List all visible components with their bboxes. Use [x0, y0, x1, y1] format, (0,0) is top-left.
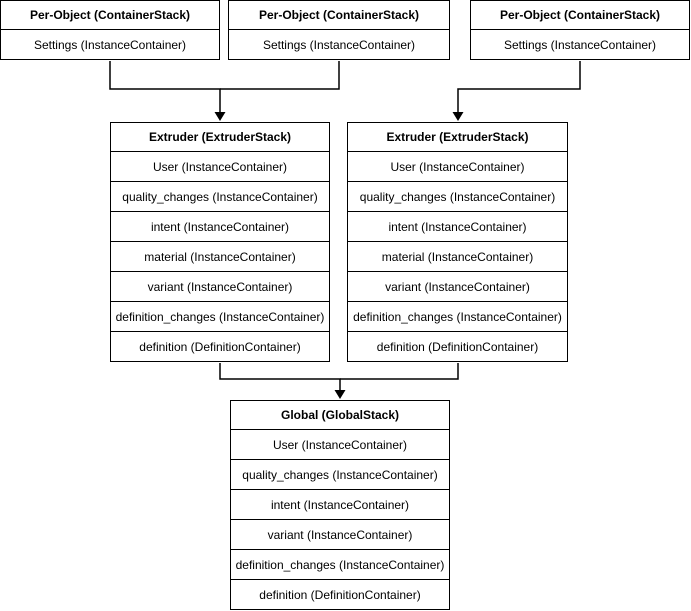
- global-stack-row-user: User (InstanceContainer): [231, 429, 449, 459]
- per-object-stack-2: Per-Object (ContainerStack) Settings (In…: [228, 0, 450, 60]
- extruder-stack-1: Extruder (ExtruderStack) User (InstanceC…: [110, 122, 330, 362]
- extruder-stack-2-row-definition: definition (DefinitionContainer): [348, 331, 567, 361]
- per-object-stack-3: Per-Object (ContainerStack) Settings (In…: [470, 0, 690, 60]
- extruder-stack-1-row-material: material (InstanceContainer): [111, 241, 329, 271]
- extruder-stack-1-row-definition: definition (DefinitionContainer): [111, 331, 329, 361]
- edge-per-object-2-to-extruder-1: [220, 61, 340, 90]
- arrowhead-extruder-2: [452, 112, 464, 121]
- extruder-stack-2-row-definition-changes: definition_changes (InstanceContainer): [348, 301, 567, 331]
- extruder-stack-2-row-variant: variant (InstanceContainer): [348, 271, 567, 301]
- edge-per-object-1-to-extruder-1: [109, 61, 221, 113]
- extruder-stack-1-row-variant: variant (InstanceContainer): [111, 271, 329, 301]
- arrowhead-global: [334, 390, 346, 399]
- per-object-stack-1-row-settings: Settings (InstanceContainer): [1, 29, 219, 59]
- global-stack-row-definition: definition (DefinitionContainer): [231, 579, 449, 609]
- edge-per-object-3-to-extruder-2: [457, 61, 581, 113]
- extruder-stack-2-row-material: material (InstanceContainer): [348, 241, 567, 271]
- extruder-stack-2-row-user: User (InstanceContainer): [348, 151, 567, 181]
- per-object-stack-1: Per-Object (ContainerStack) Settings (In…: [0, 0, 220, 60]
- arrowhead-extruder-1: [214, 112, 226, 121]
- global-stack: Global (GlobalStack) User (InstanceConta…: [230, 400, 450, 610]
- global-stack-row-variant: variant (InstanceContainer): [231, 519, 449, 549]
- per-object-stack-3-row-settings: Settings (InstanceContainer): [471, 29, 689, 59]
- global-stack-title: Global (GlobalStack): [280, 408, 400, 422]
- extruder-stack-1-row-quality-changes: quality_changes (InstanceContainer): [111, 181, 329, 211]
- extruder-stack-1-row-definition-changes: definition_changes (InstanceContainer): [111, 301, 329, 331]
- global-stack-row-definition-changes: definition_changes (InstanceContainer): [231, 549, 449, 579]
- per-object-stack-1-title: Per-Object (ContainerStack): [29, 8, 191, 22]
- extruder-stack-1-title: Extruder (ExtruderStack): [148, 130, 292, 144]
- extruder-stack-1-row-user: User (InstanceContainer): [111, 151, 329, 181]
- per-object-stack-2-row-settings: Settings (InstanceContainer): [229, 29, 449, 59]
- extruder-stack-2: Extruder (ExtruderStack) User (InstanceC…: [347, 122, 568, 362]
- global-stack-row-quality-changes: quality_changes (InstanceContainer): [231, 459, 449, 489]
- extruder-stack-2-title: Extruder (ExtruderStack): [386, 130, 529, 144]
- per-object-stack-3-title: Per-Object (ContainerStack): [499, 8, 661, 22]
- extruder-stack-1-row-intent: intent (InstanceContainer): [111, 211, 329, 241]
- per-object-stack-2-title: Per-Object (ContainerStack): [258, 8, 420, 22]
- edge-extruder-1-to-global: [219, 363, 341, 391]
- extruder-stack-2-row-quality-changes: quality_changes (InstanceContainer): [348, 181, 567, 211]
- global-stack-row-intent: intent (InstanceContainer): [231, 489, 449, 519]
- edge-extruder-2-to-global: [340, 363, 459, 380]
- extruder-stack-2-row-intent: intent (InstanceContainer): [348, 211, 567, 241]
